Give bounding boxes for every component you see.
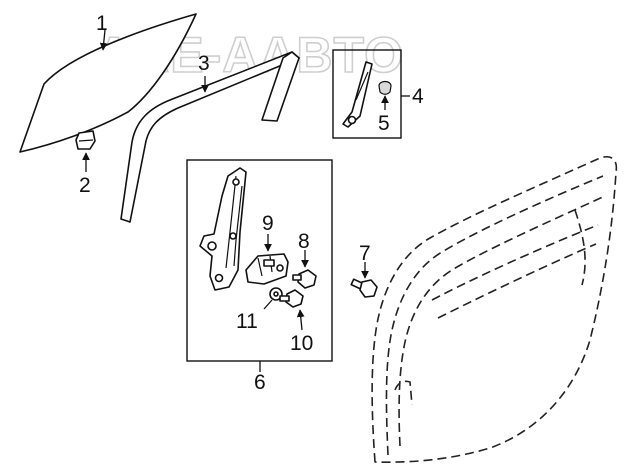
washer	[269, 287, 283, 301]
callout-5: 5	[378, 112, 390, 135]
sash-clip	[378, 80, 392, 95]
run-channel	[120, 51, 300, 223]
leader-line-10	[296, 309, 305, 331]
callout-4: 4	[412, 85, 424, 108]
callout-3: 3	[198, 52, 210, 75]
callout-2: 2	[79, 174, 91, 197]
callout-8: 8	[298, 230, 310, 253]
callout-10: 10	[290, 332, 313, 355]
leader-line-1	[99, 29, 108, 51]
callout-9: 9	[262, 212, 274, 235]
regulator-motor	[245, 253, 289, 285]
leader-line-11	[263, 299, 273, 310]
sash-assembly	[342, 61, 373, 128]
sash-assembly-box	[332, 49, 402, 139]
regulator-screw	[279, 289, 304, 308]
window-regulator	[199, 167, 247, 291]
callout-1: 1	[96, 12, 108, 35]
callout-11: 11	[236, 310, 258, 333]
callout-7: 7	[359, 242, 371, 265]
glass-clip	[75, 130, 96, 150]
regulator-bolt	[350, 278, 378, 298]
door-outline	[371, 156, 618, 463]
callout-6: 6	[254, 371, 266, 394]
motor-bolt	[292, 269, 317, 289]
